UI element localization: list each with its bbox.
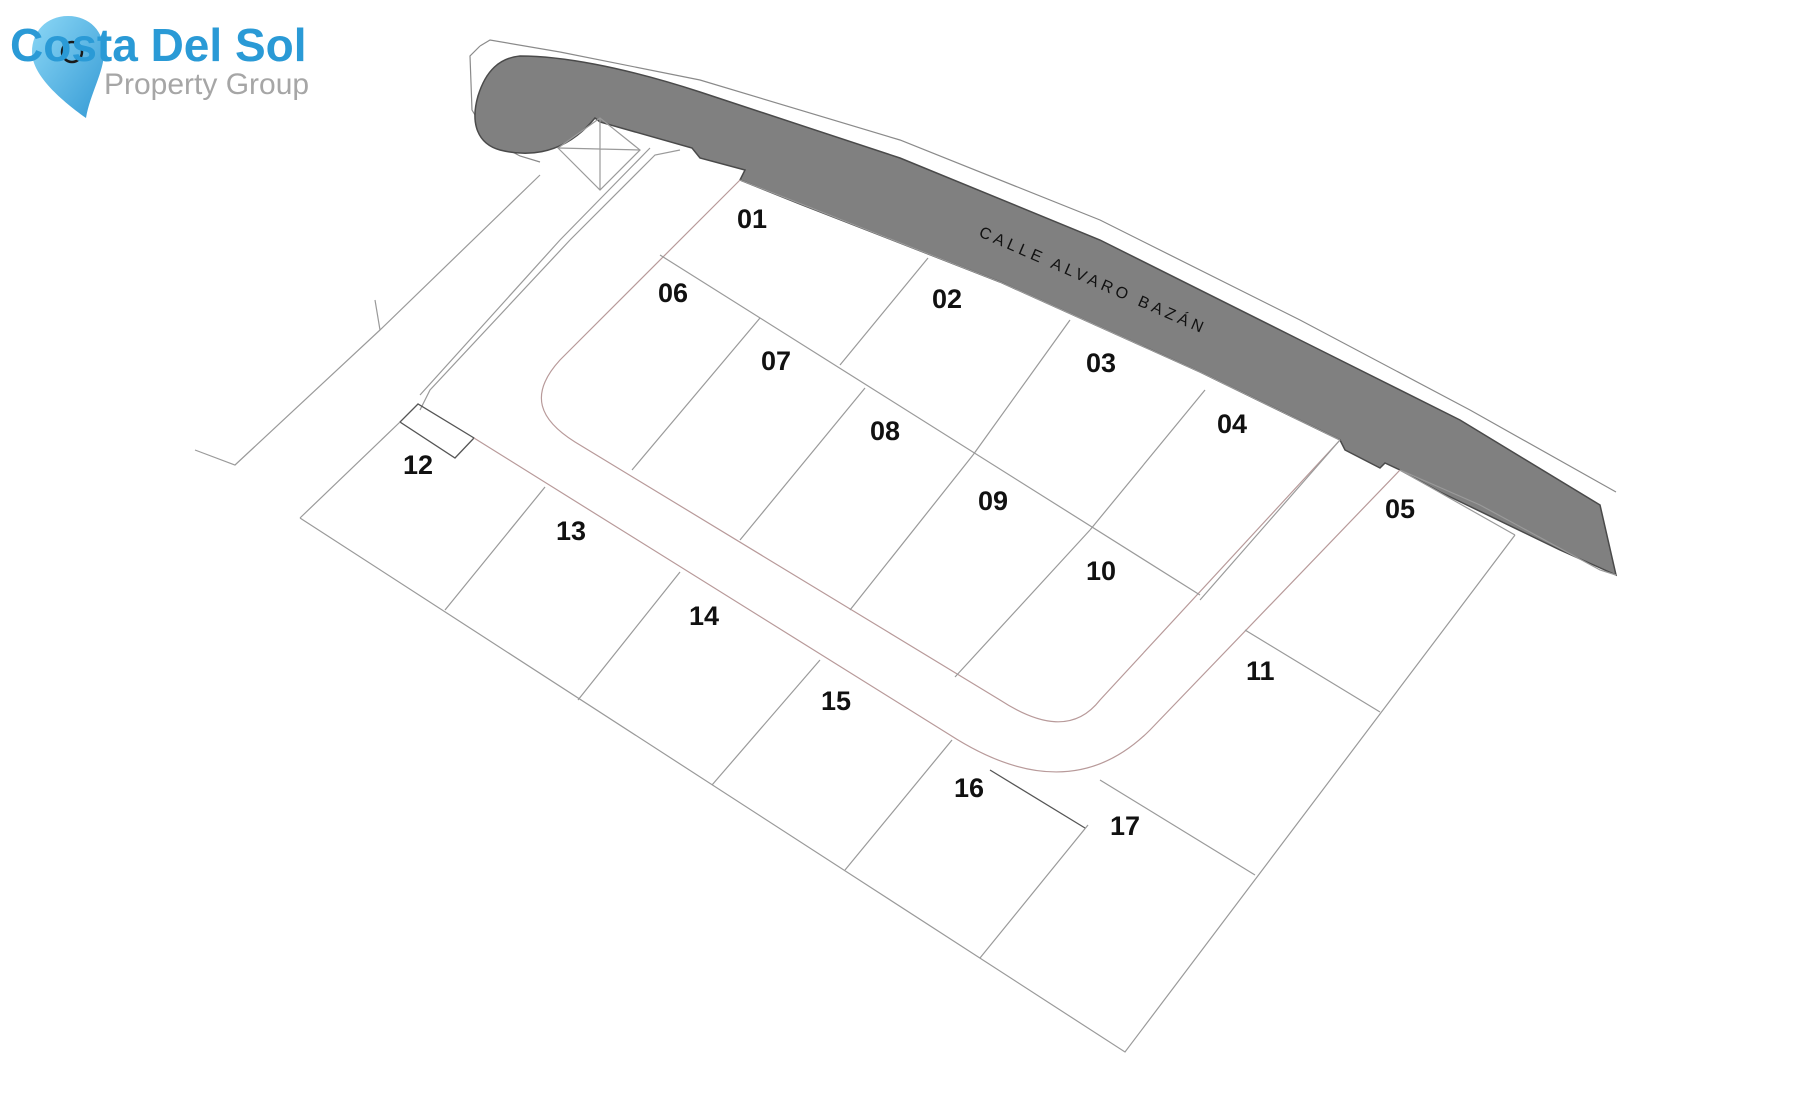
plot-label-14: 14 [689,601,719,631]
west-access-edge-mid [419,147,651,396]
lot-divider-13-14 [577,571,681,701]
lot-divider-07-08 [739,387,866,541]
road-calle-alvaro-bazan [474,55,1618,577]
plot-label-16: 16 [954,773,984,803]
plot-label-10: 10 [1086,556,1116,586]
west-access-edge-outer [194,174,541,466]
plot-label-02: 02 [932,284,962,314]
road-outer-boundary [479,39,1617,493]
plot-label-01: 01 [737,204,767,234]
company-logo: Costa Del Sol Property Group [8,8,338,118]
lot-divider-09-10 [954,529,1091,678]
plot-label-05: 05 [1385,494,1415,524]
lot-divider-12-13 [444,486,546,611]
roundabout-marker [557,117,641,191]
lot-divider-06-07 [631,317,761,471]
plot-label-07: 07 [761,346,791,376]
plot-label-03: 03 [1086,348,1116,378]
lot-divider-16-17 [979,824,1089,959]
west-access-edge-inner [419,149,681,411]
map-pin-icon [32,16,104,118]
lot-divider-01-02 [839,257,929,366]
plot-label-11: 11 [1246,656,1275,686]
internal-loop-road-inner [540,179,1341,723]
east-lot-line [1399,469,1516,536]
lot-divider-05-11 [1244,629,1381,713]
road-inner-edge-east [1399,469,1617,576]
lot-divider-11-17 [1099,779,1256,876]
plot-label-15: 15 [821,686,851,716]
lot-divider-02-03 [972,319,1071,456]
plot-label-04: 04 [1217,409,1247,439]
plot-label-09: 09 [978,486,1008,516]
plot-label-08: 08 [870,416,900,446]
plot-12-box [398,403,476,459]
lot-divider-14-15 [711,659,821,786]
plot-16-frontage [989,769,1086,829]
plot-label-12: 12 [403,450,433,480]
lot-divider-15-16 [844,739,953,871]
logo-subtitle: Property Group [104,68,310,101]
plot-label-06: 06 [658,278,688,308]
middle-row-line [659,254,1201,596]
road-inner-edge [739,179,1341,441]
south-boundary [299,517,1516,1053]
lot-divider-03-04 [1089,389,1206,531]
plot-label-17: 17 [1110,811,1140,841]
logo-title: Costa Del Sol [10,19,307,71]
internal-loop-road-outer [473,437,1401,773]
plot-label-13: 13 [556,516,586,546]
west-boundary [299,421,401,519]
lot-divider-04-05 [1199,439,1341,601]
lot-divider-08-09 [849,454,974,611]
